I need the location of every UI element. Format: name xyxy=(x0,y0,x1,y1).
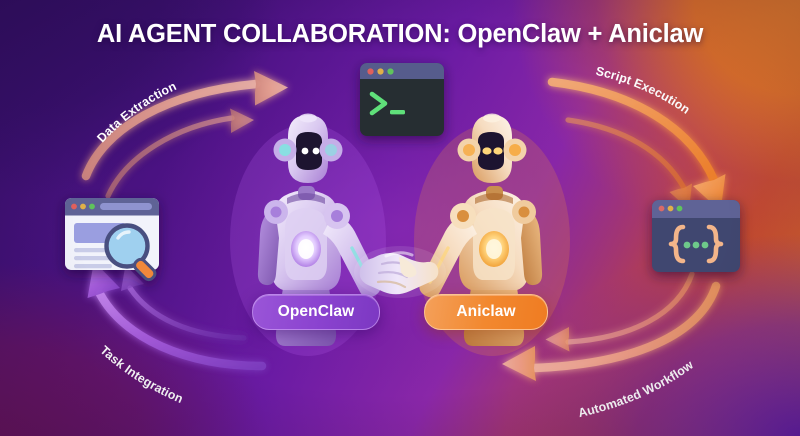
flow-arc-data-extraction xyxy=(81,71,288,199)
badge-openclaw[interactable]: OpenClaw xyxy=(252,294,380,330)
badge-aniclaw[interactable]: Aniclaw xyxy=(424,294,548,330)
flow-arc-task-integration xyxy=(87,261,267,371)
page-title: AI AGENT COLLABORATION: OpenClaw + Anicl… xyxy=(96,20,704,48)
flow-arc-automated-workflow xyxy=(502,271,721,381)
code-braces-icon xyxy=(652,200,740,272)
browser-search-icon xyxy=(65,198,159,282)
terminal-window-icon xyxy=(360,63,444,136)
handshake-graphic xyxy=(354,246,446,298)
